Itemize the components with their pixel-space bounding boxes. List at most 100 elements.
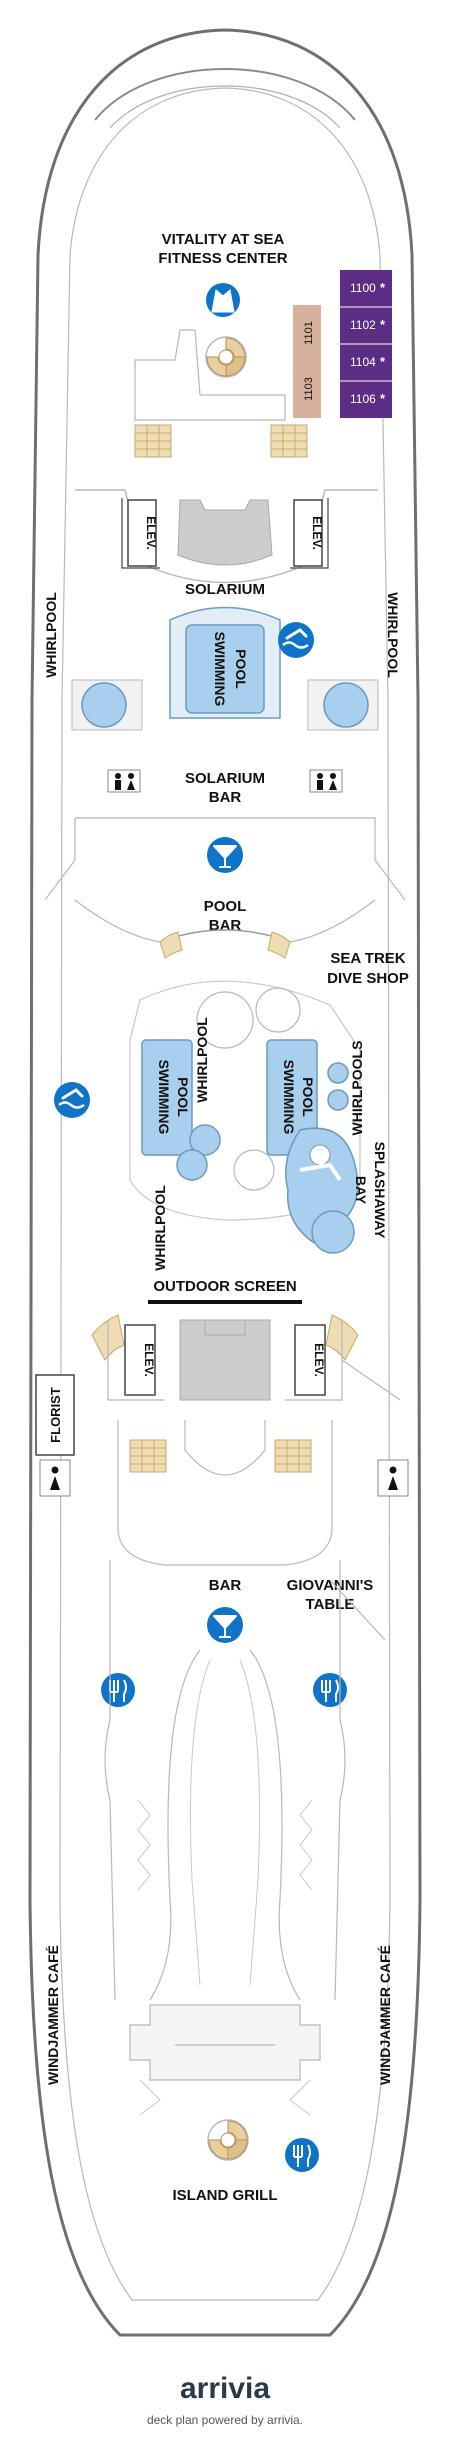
swim-icon-figure (61, 1088, 84, 1100)
lounger-arc-left (159, 931, 183, 959)
fitness-label-line1: VITALITY AT SEA (162, 231, 285, 248)
pool-label-line1: SWIMMING (281, 1060, 297, 1135)
windjammer-diagonal-right (329, 1579, 386, 1641)
cabin-mark: * (380, 280, 386, 295)
pool-bar-line2: BAR (209, 917, 242, 934)
elevator-label: ELEV. (310, 516, 324, 550)
solarium-bar-line1: SOLARIUM (185, 770, 265, 787)
buffet-inner-right (239, 1659, 261, 1986)
lounger-arc-right (267, 931, 291, 959)
swim-icon-wave (282, 641, 309, 649)
buffet-inner-left (189, 1659, 211, 1986)
dining-icon (285, 2138, 319, 2172)
pool-label-line1: SWIMMING (212, 632, 228, 707)
swim-icon-wave (58, 1101, 85, 1109)
cocktail-icon-glass (213, 1615, 237, 1638)
splashaway-slide (299, 1162, 342, 1182)
whirlpool-side-a[interactable] (327, 1062, 349, 1084)
swim-icon (54, 1082, 90, 1118)
bow-arc-outer (94, 68, 356, 121)
solarium-swimming-pool[interactable] (185, 624, 265, 714)
deck-fixture-circle (255, 987, 301, 1033)
cabin-1106[interactable]: 1106 * (350, 391, 386, 406)
florist-label: FLORIST (48, 1387, 63, 1443)
buffet-zigzag-right (299, 1799, 313, 1891)
restroom-icon (309, 769, 343, 793)
elevator-right: ELEV. (294, 1324, 326, 1396)
splashaway-line2: BAY (353, 1176, 369, 1205)
pool-label-line2: POOL (233, 649, 249, 689)
giovannis-line1: GIOVANNI'S (287, 1577, 374, 1594)
stern-table-right (289, 2079, 311, 2116)
splashaway-fixture (309, 1144, 331, 1166)
cabin-number: 1106 (350, 392, 376, 406)
bow-arc-inner (109, 85, 341, 129)
cabin-number: 1103 (303, 377, 315, 401)
cabin-1103[interactable]: 1103 (293, 360, 321, 418)
cabin-1101[interactable]: 1101 (293, 305, 321, 360)
fitness-label-line2: FITNESS CENTER (158, 250, 287, 267)
cabin-1104[interactable]: 1104 * (350, 354, 386, 369)
windjammer-label-right: WINDJAMMER CAFÉ (377, 1945, 393, 2085)
cabin-number: 1102 (350, 318, 376, 332)
bar-label: BAR (209, 1577, 242, 1594)
sun-lounger-area (129, 1439, 167, 1473)
cabin-mark: * (380, 391, 386, 406)
pool-label-line1: SWIMMING (156, 1060, 172, 1135)
cabin-1102[interactable]: 1102 * (350, 317, 386, 332)
spiral-stair-icon (205, 336, 247, 378)
whirlpool-center-a[interactable] (189, 1124, 221, 1156)
elevator-box (124, 1324, 156, 1396)
cabin-1100[interactable]: 1100 * (350, 280, 386, 295)
elevator-bracket-left (121, 498, 160, 569)
whirlpool-center-b[interactable] (176, 1149, 208, 1181)
elevator-label: ELEV. (312, 1343, 326, 1377)
elevator-label: ELEV. (144, 516, 158, 550)
spa-robe-shape (211, 289, 235, 313)
elevator-left: ELEV. (124, 1324, 156, 1396)
solarium-label: SOLARIUM (185, 581, 265, 598)
splashaway-line1: SPLASHAWAY (372, 1142, 388, 1239)
cabin-mark: * (380, 317, 386, 332)
spiral-stair-icon (207, 2119, 249, 2161)
florist-shop[interactable]: FLORIST (35, 1374, 75, 1456)
whirlpool-left[interactable] (81, 682, 127, 728)
whirlpools-label: WHIRLPOOLS (349, 1041, 365, 1136)
cabin-number: 1101 (303, 321, 315, 345)
stern-structure (129, 2004, 321, 2081)
sun-lounger-area (274, 1439, 312, 1473)
stern-table-left (139, 2079, 161, 2116)
buffet-curve-left (149, 1649, 201, 2001)
elevator-bracket-right (290, 498, 329, 569)
main-swimming-pool-left[interactable] (141, 1039, 193, 1156)
pool-label-line2: POOL (300, 1077, 316, 1117)
hull-outline (28, 28, 422, 2337)
cabin-mark: * (380, 354, 386, 369)
whirlpool-label-center: WHIRLPOOL (194, 1017, 210, 1103)
elevator-right: ELEV. (293, 499, 324, 567)
whirlpool-side-b[interactable] (327, 1089, 349, 1111)
whirlpool-right[interactable] (323, 682, 369, 728)
fitness-area-outline (134, 329, 286, 421)
whirlpool-label-right: WHIRLPOOL (385, 592, 401, 678)
mid-structure (179, 1319, 271, 1401)
windjammer-wall-left (104, 1560, 116, 2001)
pool-bar-wing-left (74, 899, 161, 943)
outdoor-screen-label: OUTDOOR SCREEN (153, 1278, 296, 1295)
splashaway-pool-round (311, 1210, 355, 1254)
restroom-icon (107, 769, 141, 793)
giovannis-line2: TABLE (306, 1596, 355, 1613)
restroom-icon (377, 1459, 409, 1497)
deck-fixture-circle (233, 1149, 275, 1191)
footer-tagline: deck plan powered by arrivia. (147, 2413, 303, 2427)
pool-bar-enclosure (44, 817, 406, 901)
swim-icon (278, 622, 314, 658)
buffet-zigzag-left (137, 1799, 151, 1891)
cocktail-icon-glass (213, 845, 237, 868)
aft-enclosure (117, 1420, 333, 1566)
island-grill-label: ISLAND GRILL (173, 2187, 278, 2204)
dining-icon (313, 1673, 347, 1707)
pool-bar-line1: POOL (204, 898, 247, 915)
mid-enclosure (107, 1320, 401, 1401)
pool-bar-wing-right (289, 899, 376, 943)
